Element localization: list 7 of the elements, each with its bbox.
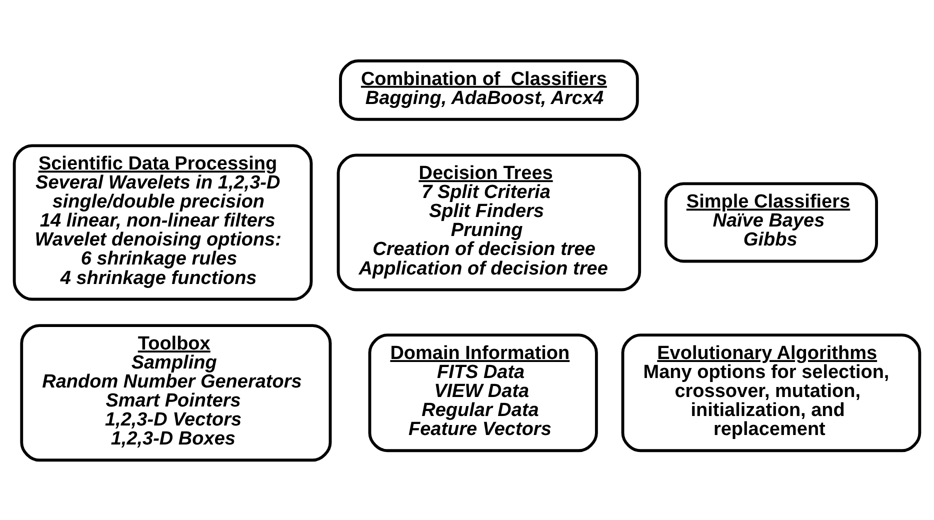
node-box: Simple Classifiers Naïve Bayes Gibbs — [664, 182, 878, 262]
node-box: Decision Trees 7 Split Criteria Split Finders Pruning Creation of decision tree Application of decision tree — [336, 153, 642, 291]
node-box: Scientific Data Processing Several Wavelets in 1,2,3-D single/double precision 14 linear, non-linear filters Wavelet denoising options: 6 shrinkage rules 4 shrinkage functions — [12, 144, 313, 300]
node-box: Toolbox Sampling Random Number Generators Smart Pointers 1,2,3-D Vectors 1,2,3-D Boxes — [20, 324, 332, 462]
node-box: Domain Information FITS Data VIEW Data Regular Data Feature Vectors — [368, 333, 598, 452]
node-box: Evolutionary Algorithms Many options for selection, crossover, mutation, initialization, and replacement — [621, 333, 922, 452]
node-box: Combination of Classifiers Bagging, AdaBoost, Arcx4 — [339, 58, 639, 120]
